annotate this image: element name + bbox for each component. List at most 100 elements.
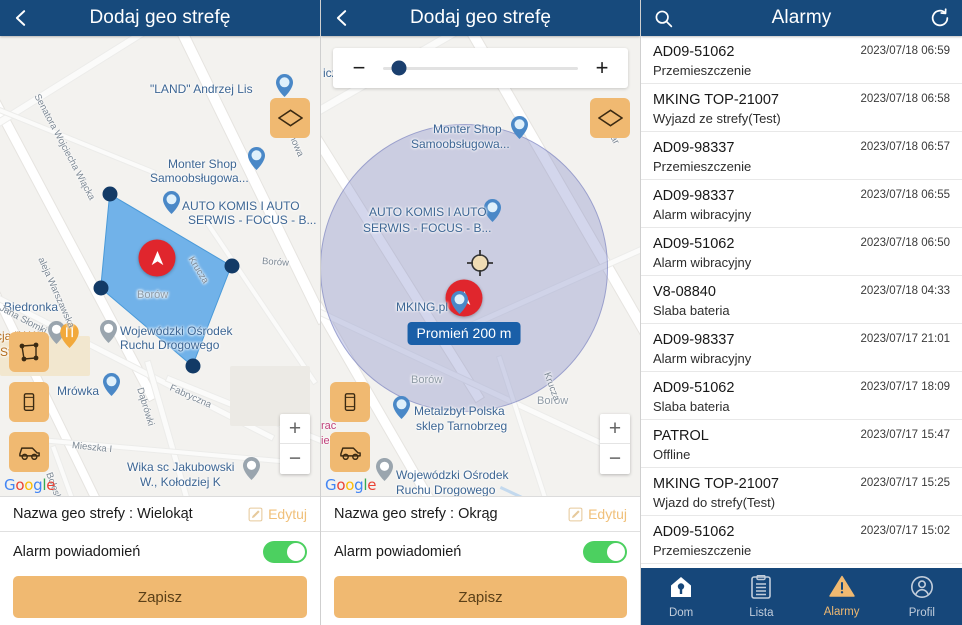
map-pin-poi[interactable] [376,458,393,481]
map-pin-poi[interactable] [243,457,260,480]
zoom-out-button-mid[interactable]: − [608,447,622,470]
shape-toggle-button-mid[interactable] [590,98,630,138]
radius-slider-thumb[interactable] [391,60,407,76]
polygon-shape-icon [277,109,303,127]
device-tool-icon [344,393,356,411]
search-button[interactable] [641,0,685,36]
zoom-in-button-mid[interactable]: + [600,414,630,444]
search-icon [655,10,672,27]
pencil-edit-icon [248,507,263,521]
map-pin-restaurant[interactable] [60,323,79,348]
radius-decrease-button[interactable]: − [352,55,366,80]
refresh-button[interactable] [918,0,962,36]
panel-add-geofence-polygon: Dodaj geo strefę [0,0,321,625]
map-pin-poi[interactable] [484,199,501,222]
geofence-name-row-left: Nazwa geo strefy : Wielokąt Edytuj [0,496,320,532]
vehicle-tool-button[interactable] [9,432,49,472]
alarm-type: Slaba bateria [653,399,730,414]
nav-item-label: Alarmy [823,606,860,618]
save-button-left[interactable]: Zapisz [13,576,307,618]
alarm-device-name: AD09-98337 [653,188,735,204]
alarm-notify-row-mid: Alarm powiadomień [321,532,640,572]
alarm-notify-label-left: Alarm powiadomień [13,544,141,560]
alarm-notify-toggle-left[interactable] [263,541,307,563]
device-tool-button[interactable] [9,382,49,422]
polygon-vertex-handle[interactable] [102,186,118,202]
map-pin-poi[interactable] [100,320,117,343]
polygon-vertex-handle[interactable] [224,258,240,274]
back-button-left[interactable] [0,0,42,36]
alarm-device-name: AD09-98337 [653,332,735,348]
save-button-mid[interactable]: Zapisz [334,576,627,618]
polygon-vertex-handle[interactable] [93,280,109,296]
map-pin-poi[interactable] [511,116,528,139]
edit-button-left[interactable]: Edytuj [248,506,307,522]
map-pin-poi[interactable] [103,373,120,396]
left-appbar: Dodaj geo strefę [0,0,320,36]
alarm-notify-label-mid: Alarm powiadomień [334,544,462,560]
alarm-notify-toggle-mid[interactable] [583,541,627,563]
map-pin-poi[interactable] [248,147,265,170]
radius-slider-track[interactable] [383,60,578,76]
zoom-control-left: + − [280,414,310,474]
vehicle-tool-button[interactable] [330,432,370,472]
alarm-type: Przemieszczenie [653,63,752,78]
nav-item-label: Dom [668,606,694,619]
zoom-in-button-left[interactable]: + [280,414,310,444]
map-label: Monter Shop [168,157,237,171]
map-canvas-mid[interactable]: Promień 200 m − [321,36,640,496]
device-tool-icon [23,393,35,411]
nav-item-lista[interactable]: Lista [721,568,801,625]
geofence-name-label-left: Nazwa geo strefy : Wielokąt [13,506,193,522]
warning-triangle-icon [828,575,855,603]
polygon-tool-button[interactable] [9,332,49,372]
map-label: Borów [537,395,569,407]
edit-button-mid[interactable]: Edytuj [568,506,627,522]
map-pin-poi[interactable] [451,291,468,314]
mid-form-area: Nazwa geo strefy : Okrąg Edytuj Alarm po… [321,496,640,625]
polygon-vertex-handle[interactable] [185,358,201,374]
geofence-circle[interactable] [321,124,608,412]
person-circle-icon [910,575,934,604]
alarm-type: Wyjazd ze strefy(Test) [653,111,781,126]
map-pin-poi[interactable] [48,321,65,344]
mid-page-title: Dodaj geo strefę [409,7,552,28]
nav-item-profil[interactable]: Profil [882,568,962,625]
nav-item-alarmy[interactable]: Alarmy [802,568,882,625]
road [51,446,141,496]
device-tool-button[interactable] [330,382,370,422]
map-pin-poi[interactable] [393,396,410,419]
zoom-out-button-left[interactable]: − [288,447,302,470]
alarm-type: Offline [653,447,691,462]
vehicle-position-marker-left[interactable] [138,239,176,277]
radius-increase-button[interactable]: + [595,55,609,80]
pencil-edit-icon [568,507,583,521]
map-pin-poi[interactable] [163,191,180,214]
map-label: Ruchu Drogowego [120,338,220,352]
map-label: Borów [137,289,169,301]
alarm-type: Przemieszczenie [653,543,752,558]
nav-item-dom[interactable]: Dom [641,568,721,625]
alarm-device-name: AD09-51062 [653,236,735,252]
map-label: Wojewódzki Ośrodek [120,324,233,338]
shape-toggle-button-left[interactable] [270,98,310,138]
back-button-mid[interactable] [321,0,363,36]
alarm-timestamp: 2023/07/18 06:57 [860,141,950,153]
alarm-device-name: V8-08840 [653,284,716,300]
map-pin-poi[interactable] [276,74,293,97]
map-tool-stack-left [9,332,49,472]
circle-center-crosshair[interactable] [467,250,493,276]
